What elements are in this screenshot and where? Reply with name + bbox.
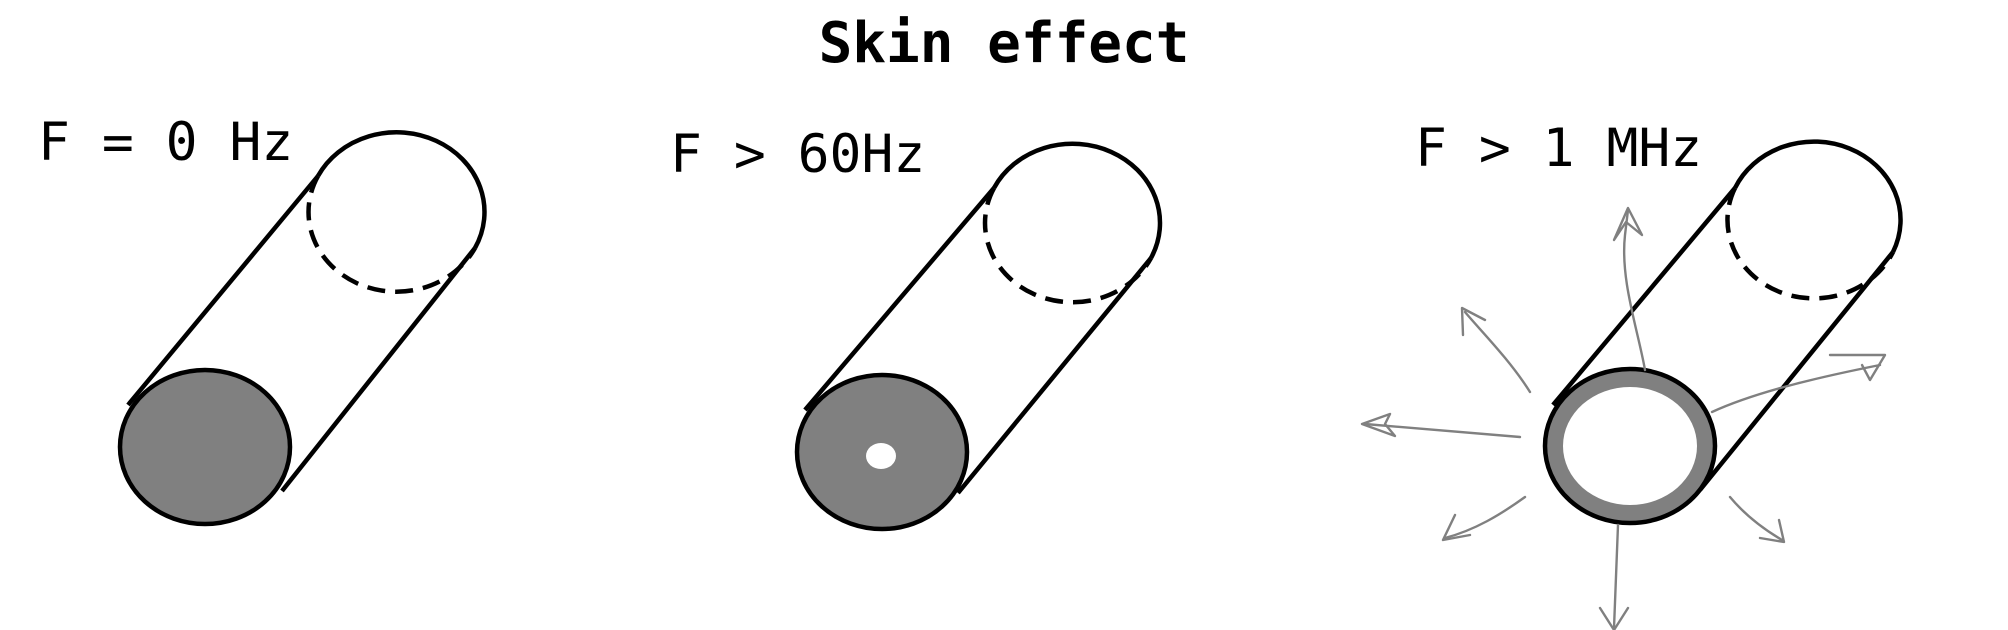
- field-arrow-lower-right-icon: [1728, 495, 1786, 544]
- conductor-cylinder-1mhz: [1542, 139, 1903, 526]
- panel-60hz: F > 60Hz: [670, 124, 1163, 532]
- panel-dc-label: F = 0 Hz: [38, 112, 293, 173]
- current-free-interior: [1563, 387, 1697, 505]
- field-arrow-lower-left-icon: [1441, 495, 1527, 542]
- field-arrow-right-icon: [1710, 353, 1887, 414]
- diagram-title: Skin effect: [819, 11, 1190, 76]
- low-current-core: [866, 443, 896, 469]
- field-arrow-up-icon: [1612, 206, 1647, 372]
- field-arrow-upper-left-icon: [1460, 306, 1532, 394]
- conductor-cross-section-dc: [117, 367, 293, 527]
- conductor-cylinder-60hz: [794, 141, 1163, 532]
- panel-1mhz-label: F > 1 MHz: [1415, 118, 1702, 179]
- panel-1mhz: F > 1 MHz: [1360, 118, 1903, 630]
- field-arrow-down-icon: [1598, 523, 1630, 630]
- panel-60hz-label: F > 60Hz: [670, 124, 925, 185]
- field-arrows: [1360, 206, 1887, 630]
- conductor-cylinder-dc: [117, 130, 487, 527]
- field-arrow-left-icon: [1360, 412, 1522, 439]
- panel-dc: F = 0 Hz: [38, 112, 487, 527]
